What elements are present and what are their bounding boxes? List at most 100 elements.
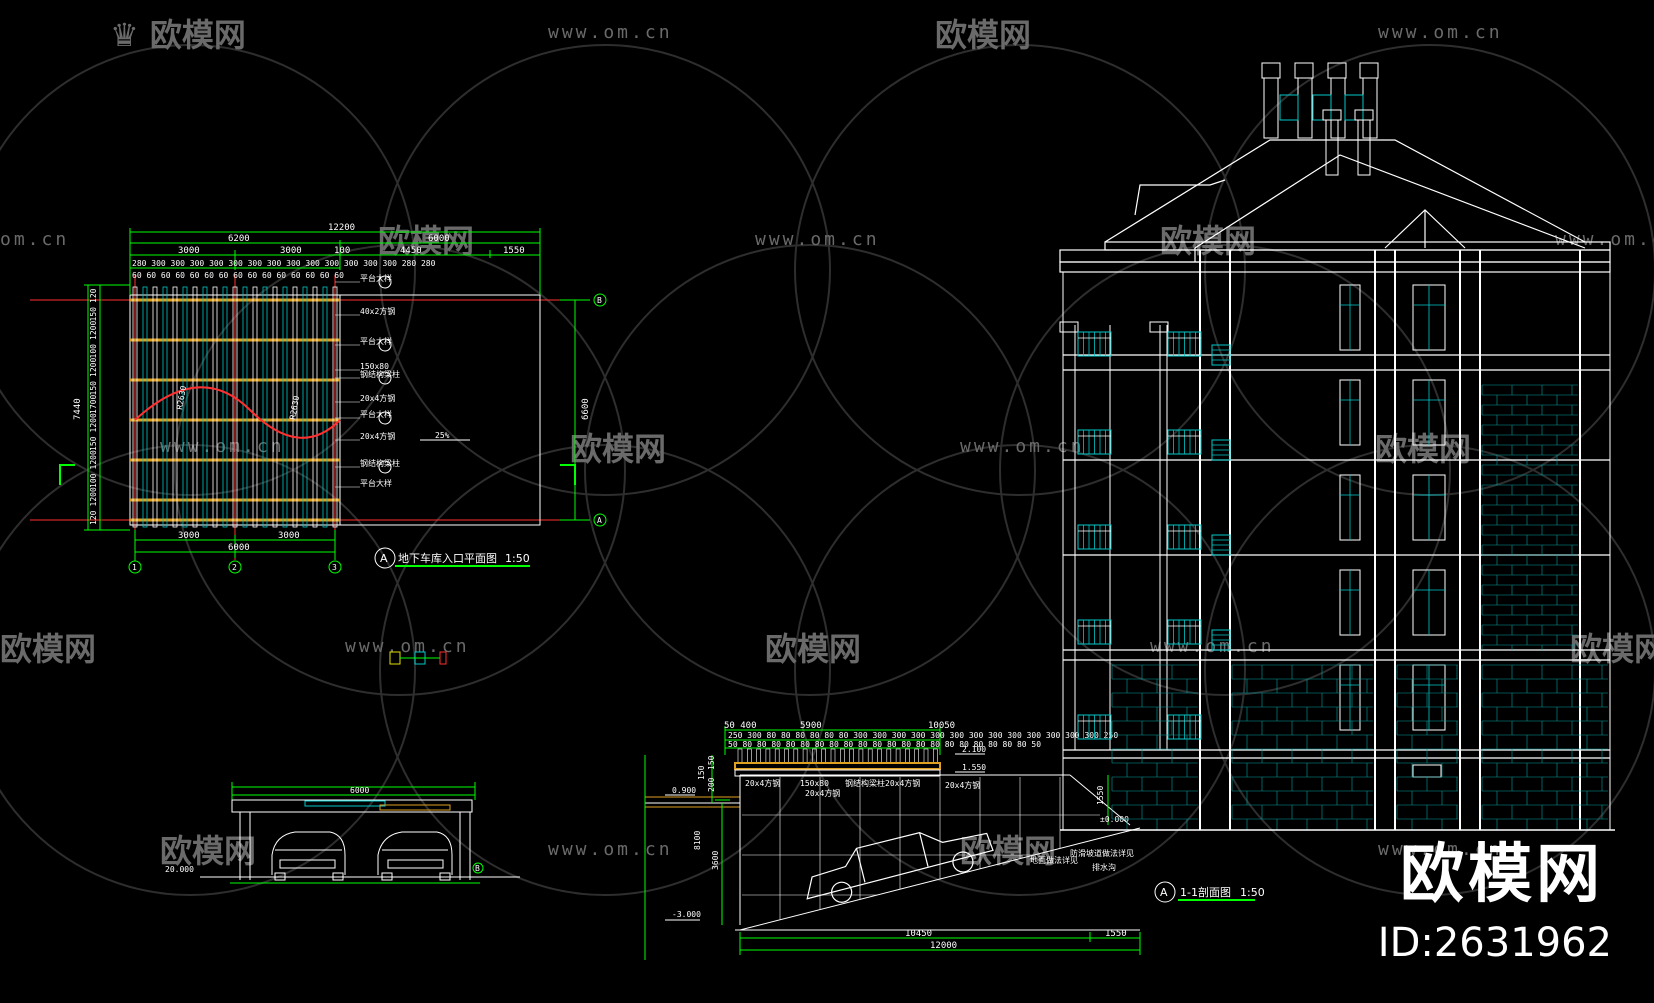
plan-left-dim: 150 — [89, 307, 98, 322]
plan-slat — [222, 286, 228, 528]
small-elev-tag: B — [475, 864, 480, 873]
plan-note: 平台大样 — [360, 409, 392, 419]
section-bottom-total: 12000 — [930, 941, 957, 951]
plan-axis-b: B — [597, 296, 602, 305]
asset-id: ID:2631962 — [1377, 920, 1612, 966]
plan-note: 平台大样 — [360, 273, 392, 283]
plan-slat — [232, 286, 238, 528]
section-scale: 1:50 — [1240, 886, 1265, 899]
section-bottom-dim-2: 1550 — [1105, 929, 1127, 939]
wm-brand: 欧模网 — [960, 832, 1056, 870]
section-left-dims — [644, 755, 730, 960]
section-note-2: 地面做法详见 — [1030, 855, 1078, 865]
plan-slat — [152, 286, 158, 528]
plan-slat — [302, 286, 308, 528]
plan-outline — [129, 294, 541, 526]
wm-brand: 欧模网 — [1375, 430, 1471, 468]
building-elevation — [1059, 62, 1615, 831]
plan-slat — [142, 286, 148, 528]
section-level-top-right: 2.100 — [962, 745, 986, 754]
plan-slat — [282, 286, 288, 528]
section-level-ground: ±0.000 — [1100, 815, 1129, 824]
plan-slat — [322, 286, 328, 528]
wm-url: www.om.cn — [1555, 229, 1654, 250]
section-label-4: 20x4方钢 — [885, 778, 920, 788]
plan-slat — [172, 286, 178, 528]
plan-slat — [202, 286, 208, 528]
plan-slat — [182, 286, 188, 528]
plan-slat — [252, 286, 258, 528]
watermark-1: ♛ 欧模网 — [110, 16, 246, 54]
plan-left-dim: 100 — [89, 344, 98, 359]
wm-url: www.om.cn — [1378, 839, 1503, 860]
section-dim-top-right: 10050 — [928, 721, 955, 731]
ramp-section-view: 50 400 5900 10050 250 300 80 80 80 80 80… — [644, 721, 1265, 960]
wm-url: www.om.cn — [960, 436, 1085, 457]
plan-note: 150x80 — [360, 362, 389, 371]
plan-dim-bottom-seg-2: 3000 — [278, 531, 300, 541]
building-body — [1062, 250, 1611, 830]
wm-brand: 欧模网 — [1570, 630, 1654, 668]
windows — [1339, 284, 1446, 778]
section-beam-labels: 50 80 80 80 80 80 80 80 80 80 80 80 80 8… — [728, 740, 1041, 749]
chimneys — [1261, 62, 1379, 176]
small-elevation-view: 6000 20.000 B — [165, 782, 520, 884]
watermarks: ♛ 欧模网 www.om.cn 欧模网 www.om.cn om.cn 欧模网 … — [0, 16, 1654, 870]
site-logo: 欧模网 — [1400, 838, 1604, 912]
plan-title-block: A 地下车库入口平面图 1:50 — [374, 547, 530, 569]
plan-slat — [312, 286, 318, 528]
section-left-dim-1: 150 — [697, 765, 706, 780]
section-label-5: 20x4方钢 — [945, 780, 980, 790]
small-elev-roof — [231, 799, 473, 813]
wm-url: www.om.cn — [548, 839, 673, 860]
entrance-plan-view: R2630 R2630 25% 12200 6200 6000 3000 300… — [30, 223, 607, 574]
section-bottom-dim-1: 10450 — [905, 929, 932, 939]
plan-dim-rseg-2: 1550 — [503, 246, 525, 256]
section-wall-grid — [742, 777, 1100, 920]
section-note-3: 排水沟 — [1092, 862, 1116, 872]
plan-left-dim: 100 — [89, 473, 98, 488]
plan-section-marks — [59, 464, 576, 485]
plan-left-dim: 120 — [89, 510, 98, 525]
plan-dim-top-left: 6200 — [228, 234, 250, 244]
section-bottom-dims — [739, 932, 1141, 955]
section-level-bottom: -3.000 — [672, 910, 701, 919]
section-label-6: 20x4方钢 — [805, 788, 840, 798]
small-elev-level: 20.000 — [165, 865, 194, 874]
plan-left-dim: 120 — [89, 288, 98, 303]
wm-brand: 欧模网 — [0, 630, 96, 668]
plan-axis-2: 2 — [232, 563, 237, 572]
balconies — [1077, 331, 1231, 740]
plan-note: 20x4方钢 — [360, 431, 395, 441]
wm-url: www.om.cn — [1378, 22, 1503, 43]
plan-axis-1: 1 — [132, 563, 137, 572]
small-elev-dim: 6000 — [350, 786, 369, 795]
section-left-dim-3: 150 — [707, 755, 716, 770]
section-dim-top: 5900 — [800, 721, 822, 731]
plan-slat — [292, 286, 298, 528]
plan-axis-a: A — [597, 516, 602, 525]
section-beam-dims: 250 300 80 80 80 80 80 80 300 300 300 30… — [728, 731, 1118, 740]
plan-dim-left-total: 7440 — [73, 398, 83, 420]
plan-slat — [272, 286, 278, 528]
section-right-dim-text: 1550 — [1096, 786, 1105, 805]
section-label-2: 150x80 — [800, 779, 829, 788]
plan-axis-3: 3 — [332, 563, 337, 572]
svg-text:♛ 欧模网: ♛ 欧模网 — [110, 16, 246, 54]
watermark-circles — [0, 44, 1654, 896]
plan-dim-seg-1: 3000 — [178, 246, 200, 256]
section-left-dim-2: 200 — [707, 777, 716, 792]
section-title: 1-1剖面图 — [1180, 885, 1231, 899]
wm-brand: 欧模网 — [378, 222, 474, 260]
plan-dim-bottom-total: 6000 — [228, 543, 250, 553]
plan-dim-seg-2: 3000 — [280, 246, 302, 256]
wm-brand: 欧模网 — [935, 16, 1031, 54]
plan-curve-dim-1: R2630 — [175, 385, 188, 410]
wm-url: www.om.cn — [345, 636, 470, 657]
section-dim-top-left: 50 400 — [724, 721, 757, 731]
section-left-dim-4: 8100 — [693, 831, 702, 850]
plan-slat — [132, 286, 138, 528]
section-title-block: A 1-1剖面图 1:50 — [1154, 881, 1265, 903]
section-canopy-beam-2 — [734, 769, 941, 777]
